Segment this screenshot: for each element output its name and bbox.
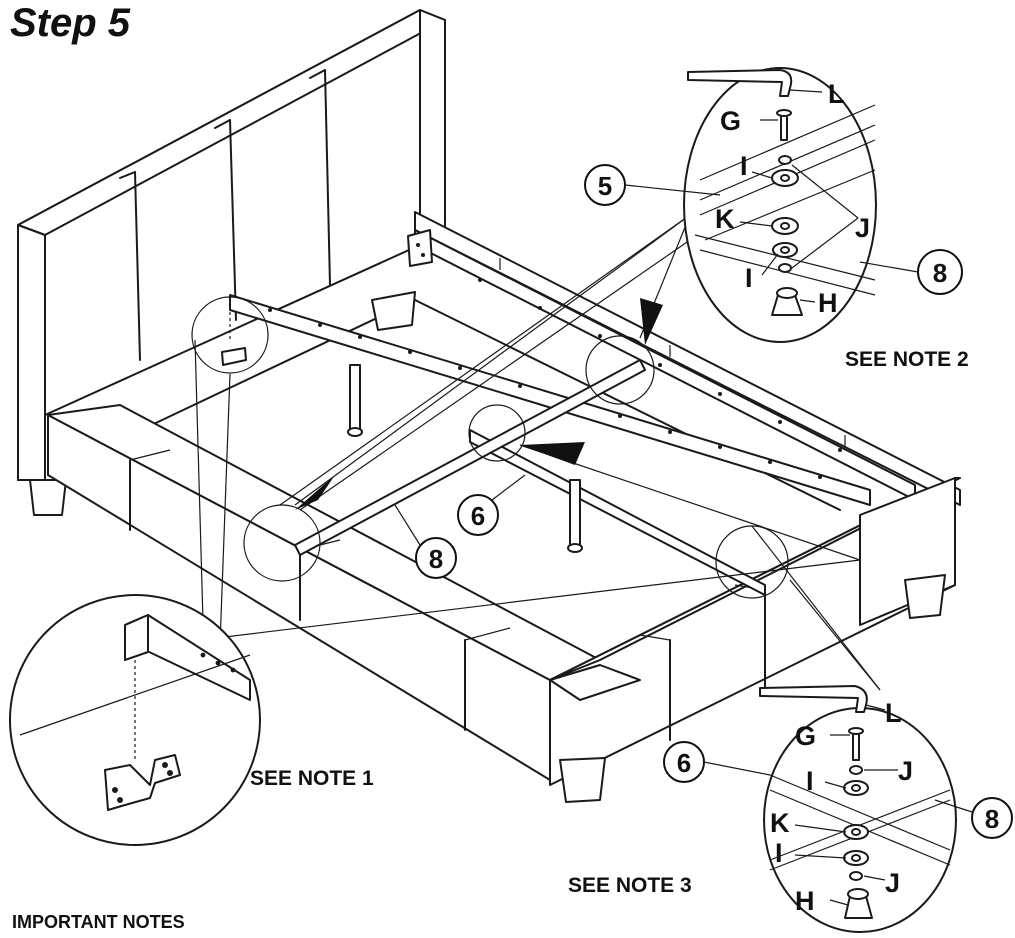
important-notes-heading: IMPORTANT NOTES bbox=[12, 912, 185, 932]
part-number-8-bottom: 8 bbox=[985, 804, 999, 834]
callout-8-bottom: 8 bbox=[934, 797, 1013, 839]
detail-circles bbox=[191, 296, 789, 599]
label-I1-bottom: I bbox=[806, 766, 814, 796]
callout-6-bottom: 6 bbox=[663, 741, 771, 783]
label-L-bottom: L bbox=[885, 698, 902, 728]
label-I2-bottom: I bbox=[775, 838, 783, 868]
note1-magnifier bbox=[9, 594, 261, 846]
label-I2-top: I bbox=[745, 263, 753, 293]
callout-8-main: 8 bbox=[394, 504, 457, 579]
label-I1-top: I bbox=[740, 151, 748, 181]
note2-labels: L G I K J I H bbox=[715, 79, 870, 318]
label-J1-bottom: J bbox=[898, 756, 913, 786]
step-title: Step 5 bbox=[10, 1, 131, 45]
label-G-bottom: G bbox=[795, 721, 816, 751]
headboard bbox=[17, 9, 446, 516]
see-note-3: SEE NOTE 3 bbox=[568, 874, 692, 897]
part-number-5: 5 bbox=[598, 171, 612, 201]
part-number-8-top: 8 bbox=[933, 258, 947, 288]
part-number-6-bottom: 6 bbox=[677, 748, 691, 778]
label-G-top: G bbox=[720, 106, 741, 136]
callout-8-top: 8 bbox=[859, 249, 963, 295]
label-H-bottom: H bbox=[795, 886, 815, 916]
label-K-bottom: K bbox=[770, 808, 790, 838]
arrows bbox=[294, 214, 861, 561]
note2-magnifier bbox=[683, 67, 877, 343]
label-K-top: K bbox=[715, 204, 735, 234]
see-note-1: SEE NOTE 1 bbox=[250, 767, 374, 790]
part-number-6: 6 bbox=[471, 501, 485, 531]
part-number-8: 8 bbox=[429, 544, 443, 574]
note3-magnifier bbox=[759, 685, 957, 933]
callout-6-main: 6 bbox=[457, 474, 526, 536]
callout-5: 5 bbox=[584, 164, 721, 206]
bed-frame bbox=[47, 211, 961, 803]
label-J-top: J bbox=[855, 213, 870, 243]
label-L-top: L bbox=[828, 79, 845, 109]
label-H-top: H bbox=[818, 288, 838, 318]
note3-labels: L G I J K I J H bbox=[770, 698, 913, 916]
see-note-2: SEE NOTE 2 bbox=[845, 348, 969, 371]
label-J2-bottom: J bbox=[885, 868, 900, 898]
